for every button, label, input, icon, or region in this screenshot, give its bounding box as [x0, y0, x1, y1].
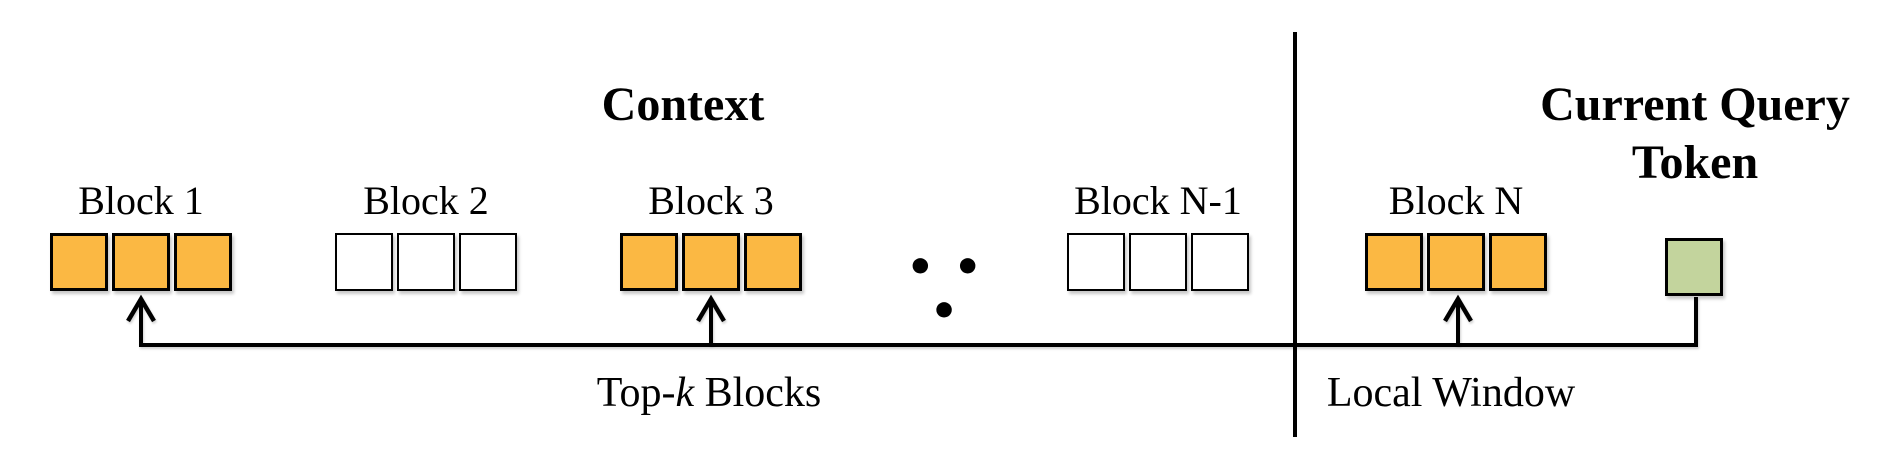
block-1-label: Block 1	[78, 178, 204, 223]
block-n-minus-1-label: Block N-1	[1074, 178, 1242, 223]
token-cell	[1427, 233, 1485, 291]
block-group-2: Block 2	[335, 178, 517, 291]
token-cell	[335, 233, 393, 291]
top-k-prefix: Top-	[596, 370, 676, 416]
block-2-label: Block 2	[363, 178, 489, 223]
block-3-label: Block 3	[648, 178, 774, 223]
top-k-variable: k	[675, 370, 695, 416]
block-n-minus-1-cells	[1067, 233, 1249, 291]
top-k-blocks-label: Top-k Blocks	[509, 368, 909, 418]
block-group-1: Block 1	[50, 178, 232, 291]
token-cell	[50, 233, 108, 291]
block-3-cells	[620, 233, 802, 291]
token-cell	[1191, 233, 1249, 291]
token-cell	[112, 233, 170, 291]
token-cell	[459, 233, 517, 291]
block-group-n: Block N	[1365, 178, 1547, 291]
token-cell	[1067, 233, 1125, 291]
block-group-n-minus-1: Block N-1	[1067, 178, 1249, 291]
token-cell	[744, 233, 802, 291]
up-arrow-icon	[696, 294, 726, 323]
token-cell	[1489, 233, 1547, 291]
block-group-3: Block 3	[620, 178, 802, 291]
block-n-label: Block N	[1388, 178, 1524, 223]
block-1-cells	[50, 233, 232, 291]
token-cell	[682, 233, 740, 291]
top-k-suffix: Blocks	[694, 370, 822, 416]
token-cell	[397, 233, 455, 291]
current-query-token-title: Current Query Token	[1540, 78, 1850, 189]
current-query-token-cell	[1665, 238, 1723, 296]
token-cell	[1365, 233, 1423, 291]
local-window-label: Local Window	[1326, 370, 1576, 416]
token-cell	[1129, 233, 1187, 291]
block-2-cells	[335, 233, 517, 291]
section-divider-line	[1293, 32, 1297, 437]
token-cell	[620, 233, 678, 291]
ellipsis-dots: • • •	[906, 242, 984, 337]
block-n-cells	[1365, 233, 1547, 291]
context-section-title: Context	[601, 78, 765, 131]
up-arrow-icon	[126, 294, 156, 323]
up-arrow-icon	[1443, 294, 1473, 323]
token-cell	[174, 233, 232, 291]
